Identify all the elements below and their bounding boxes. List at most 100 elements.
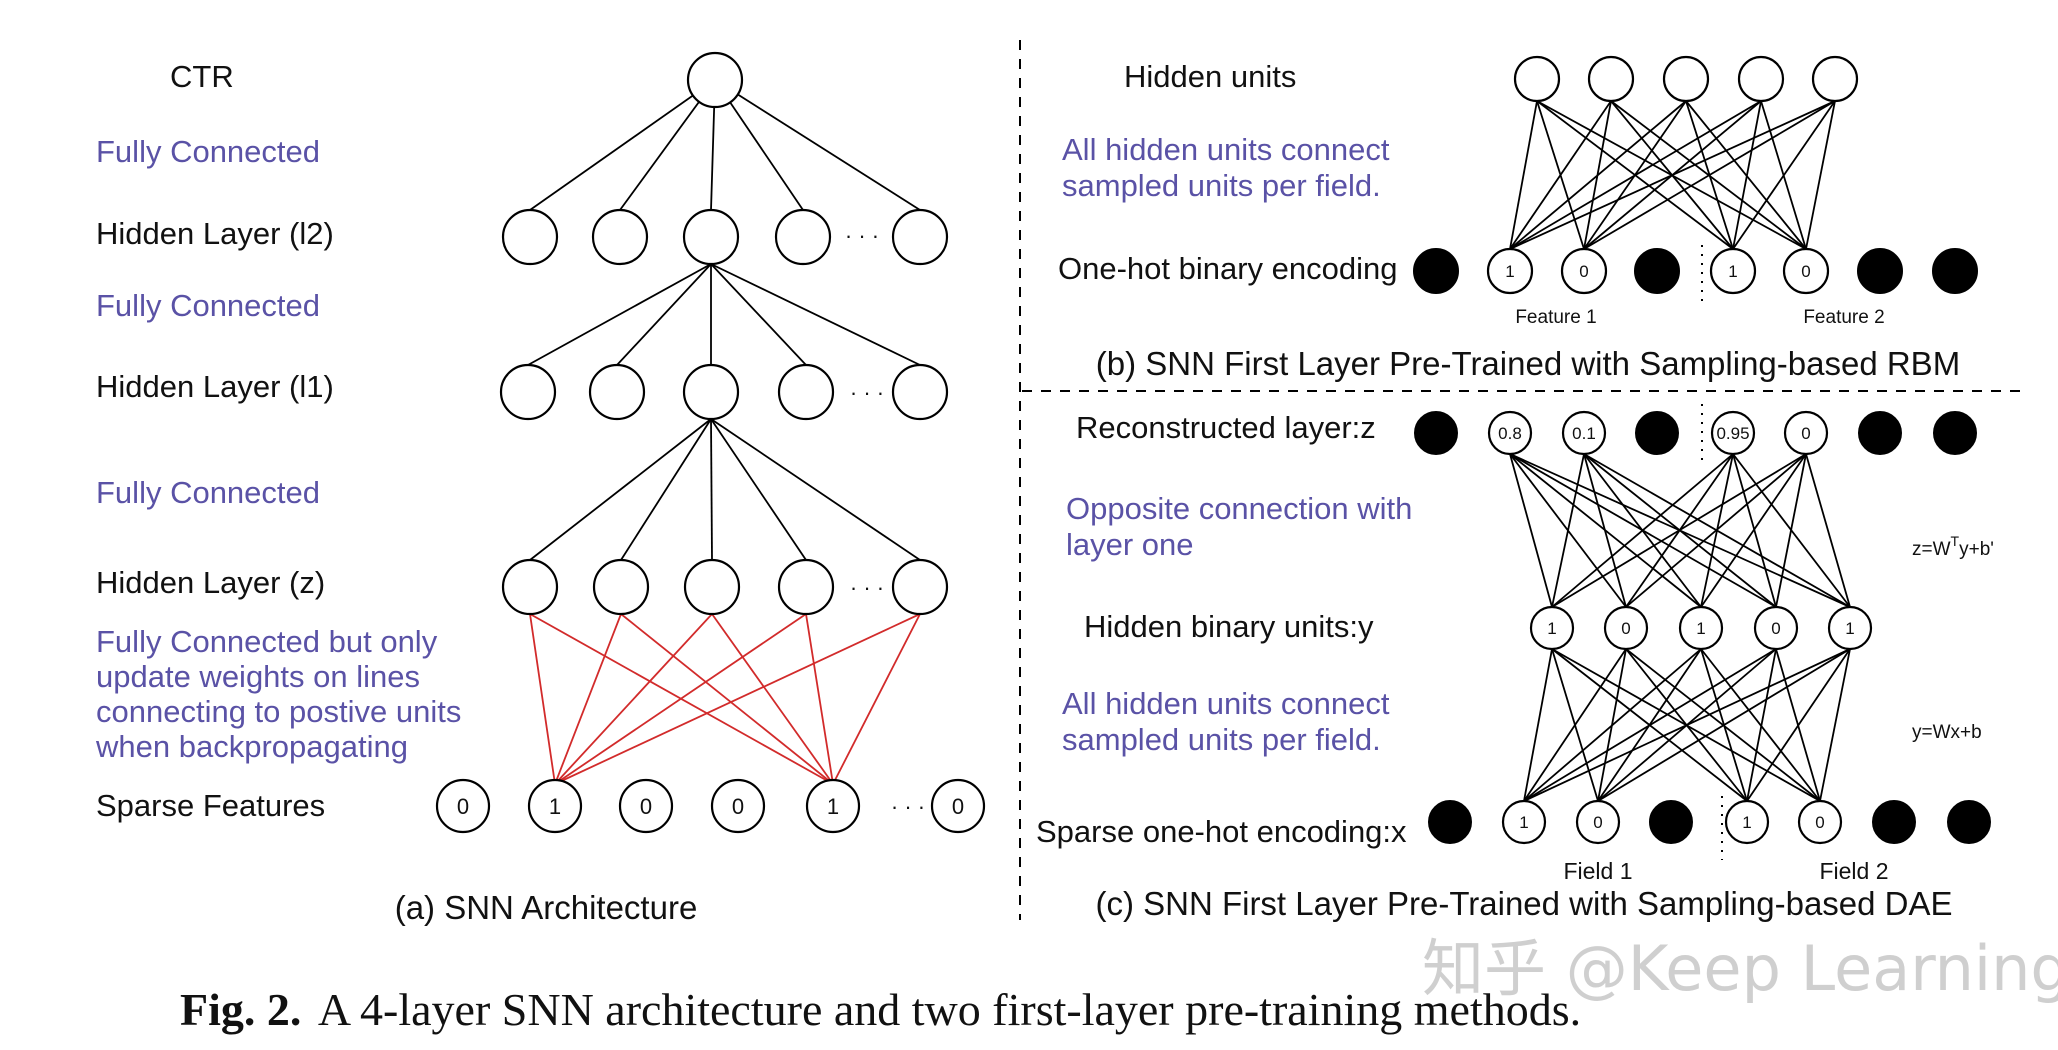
figure-caption: Fig. 2. A 4-layer SNN architecture and t… bbox=[180, 984, 1581, 1035]
dae-connect-note-1: All hidden units connect bbox=[1062, 686, 1390, 721]
panel-b-nodes: 1 0 1 0 bbox=[1413, 55, 1978, 295]
sparse-feature-node-value: 0 bbox=[952, 794, 964, 819]
sparse-feature-node-value: 1 bbox=[549, 794, 561, 819]
sparse-to-z-edge bbox=[554, 613, 921, 785]
decoder-edge bbox=[1509, 453, 1627, 608]
rbm-hidden-unit bbox=[1662, 55, 1710, 103]
sparse-ellipsis: · · · bbox=[891, 794, 925, 819]
decoder-equation: z=WTy+b' bbox=[1912, 533, 1994, 560]
input-unit bbox=[1797, 799, 1843, 845]
l2-to-l1-edge bbox=[616, 263, 712, 366]
rbm-visible-unit-value: 0 bbox=[1801, 262, 1810, 281]
input-unsampled-unit bbox=[1649, 800, 1693, 844]
reconstructed-unsampled-unit bbox=[1858, 411, 1902, 455]
rbm-visible-unit-value: 1 bbox=[1728, 262, 1737, 281]
decoder-edge bbox=[1732, 453, 1851, 608]
reconstructed-unit-value: 0.8 bbox=[1498, 424, 1522, 443]
reconstructed-unit bbox=[1487, 410, 1533, 456]
encoder-edge bbox=[1523, 648, 1553, 802]
rbm-visible-unit-value: 0 bbox=[1579, 262, 1588, 281]
rbm-unsampled-unit bbox=[1634, 248, 1680, 294]
encoder-edge bbox=[1746, 648, 1777, 802]
watermark: 知乎 @Keep Learning bbox=[1422, 932, 2058, 1005]
l1-ellipsis: · · · bbox=[850, 380, 884, 405]
encoder-edge bbox=[1597, 648, 1851, 802]
rbm-visible-unit bbox=[1560, 247, 1608, 295]
sparse-to-z-edge bbox=[805, 613, 834, 785]
rbm-edge bbox=[1685, 100, 1807, 250]
encoder-equation: y=Wx+b bbox=[1912, 722, 1982, 743]
encoder-edge bbox=[1523, 648, 1851, 802]
hidden-z-node bbox=[777, 558, 835, 616]
fully-connected-label-1: Fully Connected bbox=[96, 134, 320, 169]
input-unit-value: 1 bbox=[1742, 813, 1751, 832]
opposite-connection-note-1: Opposite connection with bbox=[1066, 491, 1412, 526]
l2-to-l1-edge bbox=[710, 263, 807, 366]
rbm-hidden-unit bbox=[1587, 55, 1635, 103]
input-unit-value: 1 bbox=[1519, 813, 1528, 832]
decoder-edge bbox=[1805, 453, 1851, 608]
fully-connected-label-3: Fully Connected bbox=[96, 475, 320, 510]
sparse-to-z-edge bbox=[529, 613, 556, 785]
hidden-binary-unit-value: 1 bbox=[1696, 619, 1705, 638]
opposite-connection-note-2: layer one bbox=[1066, 527, 1194, 562]
sparse-to-z-edge bbox=[554, 613, 622, 785]
reconstructed-unsampled-unit bbox=[1414, 411, 1458, 455]
sparse-feature-node-value: 1 bbox=[827, 794, 839, 819]
hidden-layer-z-label: Hidden Layer (z) bbox=[96, 565, 325, 600]
hidden-binary-unit bbox=[1827, 605, 1873, 651]
reconstructed-layer-label: Reconstructed layer:z bbox=[1076, 410, 1376, 445]
decoder-edge bbox=[1509, 453, 1702, 608]
reconstructed-unit bbox=[1783, 410, 1829, 456]
l1-to-z-edge bbox=[620, 418, 712, 561]
rbm-edge bbox=[1509, 100, 1612, 250]
l2-to-l1-edge bbox=[527, 263, 712, 366]
hidden-binary-unit bbox=[1678, 605, 1724, 651]
reconstructed-unsampled-unit bbox=[1933, 411, 1977, 455]
decoder-equation-base: z=W bbox=[1912, 539, 1951, 560]
caption-b: (b) SNN First Layer Pre-Trained with Sam… bbox=[1096, 345, 1960, 382]
ctr-label: CTR bbox=[170, 59, 234, 94]
figure-caption-label: Fig. 2. bbox=[180, 984, 301, 1035]
input-unsampled-unit bbox=[1428, 800, 1472, 844]
sparse-to-z-edge bbox=[832, 613, 921, 785]
hidden-l1-node bbox=[891, 363, 949, 421]
encoder-edge bbox=[1523, 648, 1627, 802]
encoder-edge bbox=[1746, 648, 1851, 802]
reconstructed-unsampled-unit bbox=[1635, 411, 1679, 455]
sparse-to-z-edge bbox=[620, 613, 834, 785]
hidden-binary-unit bbox=[1529, 605, 1575, 651]
ctr-node bbox=[686, 51, 744, 109]
ctr-to-l2-edge bbox=[529, 79, 716, 211]
decoder-edge bbox=[1509, 453, 1553, 608]
rbm-edge bbox=[1509, 100, 1687, 250]
decoder-edge bbox=[1509, 453, 1777, 608]
rbm-hidden-unit bbox=[1737, 55, 1785, 103]
decoder-edge bbox=[1509, 453, 1851, 608]
fully-connected-label-2: Fully Connected bbox=[96, 288, 320, 323]
hidden-binary-unit-value: 1 bbox=[1547, 619, 1556, 638]
field-1-label: Field 1 bbox=[1563, 858, 1632, 884]
hidden-z-node bbox=[683, 558, 741, 616]
hidden-l2-node bbox=[891, 208, 949, 266]
sparse-feature-node bbox=[435, 778, 491, 834]
decoder-equation-sup: T bbox=[1951, 533, 1960, 549]
hidden-layer-l1-label: Hidden Layer (l1) bbox=[96, 369, 334, 404]
sparse-feature-node bbox=[527, 778, 583, 834]
sparse-feature-node-value: 0 bbox=[640, 794, 652, 819]
rbm-unsampled-unit bbox=[1932, 248, 1978, 294]
partial-update-note-3: connecting to postive units bbox=[96, 694, 461, 729]
hidden-l2-node bbox=[591, 208, 649, 266]
z-ellipsis: · · · bbox=[850, 575, 884, 600]
sparse-one-hot-label: Sparse one-hot encoding:x bbox=[1036, 814, 1407, 849]
sparse-to-z-edge bbox=[711, 613, 834, 785]
rbm-visible-unit-value: 1 bbox=[1505, 262, 1514, 281]
ctr-to-l2-edge bbox=[714, 79, 921, 211]
hidden-l1-node bbox=[682, 363, 740, 421]
hidden-l2-node bbox=[774, 208, 832, 266]
panel-c-edges bbox=[1509, 453, 1851, 802]
rbm-visible-unit bbox=[1486, 247, 1534, 295]
partial-update-note-2: update weights on lines bbox=[96, 659, 420, 694]
